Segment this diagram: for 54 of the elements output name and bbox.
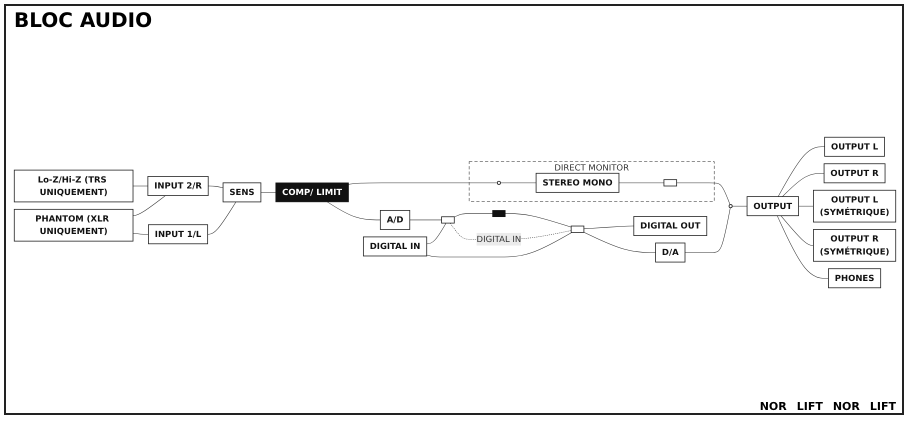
connector xyxy=(207,202,236,235)
node-box: D/A xyxy=(655,243,686,263)
connector xyxy=(732,206,748,207)
connector xyxy=(410,220,442,221)
connector xyxy=(208,186,224,189)
node-box: COMP/ LIMIT xyxy=(275,183,349,203)
connector xyxy=(132,196,166,217)
node-box: OUTPUT R (SYMÉTRIQUE) xyxy=(813,230,896,262)
connector xyxy=(454,214,493,218)
node-box: INPUT 2/R xyxy=(147,176,209,196)
connector xyxy=(778,147,825,198)
node-box: INPUT 1/L xyxy=(148,224,208,245)
node-box: PHANTOM (XLR UNIQUEMENT) xyxy=(14,209,134,242)
connector xyxy=(584,226,634,230)
node-box xyxy=(664,180,678,187)
node-box xyxy=(570,226,584,234)
switch-label: LIFT xyxy=(796,400,823,413)
node-box: Lo-Z/Hi-Z (TRS UNIQUEMENT) xyxy=(14,170,134,203)
node-circle xyxy=(496,181,501,186)
connector xyxy=(260,192,276,194)
connector xyxy=(348,183,498,186)
switch-label: NOR xyxy=(832,400,860,413)
connector xyxy=(426,223,446,245)
connector xyxy=(780,216,814,246)
connector xyxy=(132,186,148,187)
switch-label: NOR xyxy=(760,400,787,413)
connector xyxy=(676,183,730,206)
node-box: DIGITAL OUT xyxy=(633,216,708,236)
edge-label: DIGITAL IN xyxy=(476,234,522,245)
node-box: PHONES xyxy=(828,268,882,289)
connector xyxy=(327,202,381,221)
connector xyxy=(684,208,731,254)
node-box: OUTPUT L xyxy=(824,137,885,158)
connector xyxy=(500,183,536,184)
connector xyxy=(798,206,814,207)
switch-label: LIFT xyxy=(870,400,896,413)
node-box: A/D xyxy=(380,210,410,230)
node-box: SENS xyxy=(222,182,262,203)
connector xyxy=(505,214,572,228)
node-box: DIGITAL IN xyxy=(362,236,428,257)
connector xyxy=(782,174,824,198)
node-box xyxy=(441,216,455,224)
connector xyxy=(776,216,829,279)
connector xyxy=(132,233,149,235)
node-box xyxy=(492,210,506,218)
connector xyxy=(426,232,572,258)
title: BLOC AUDIO xyxy=(14,8,152,32)
node-box: OUTPUT xyxy=(746,196,799,217)
node-box: OUTPUT R xyxy=(824,164,886,184)
node-box: OUTPUT L (SYMÉTRIQUE) xyxy=(813,190,896,223)
node-circle xyxy=(728,204,733,209)
connector xyxy=(618,183,664,184)
connector xyxy=(584,232,656,254)
node-box: STEREO MONO xyxy=(536,173,620,194)
